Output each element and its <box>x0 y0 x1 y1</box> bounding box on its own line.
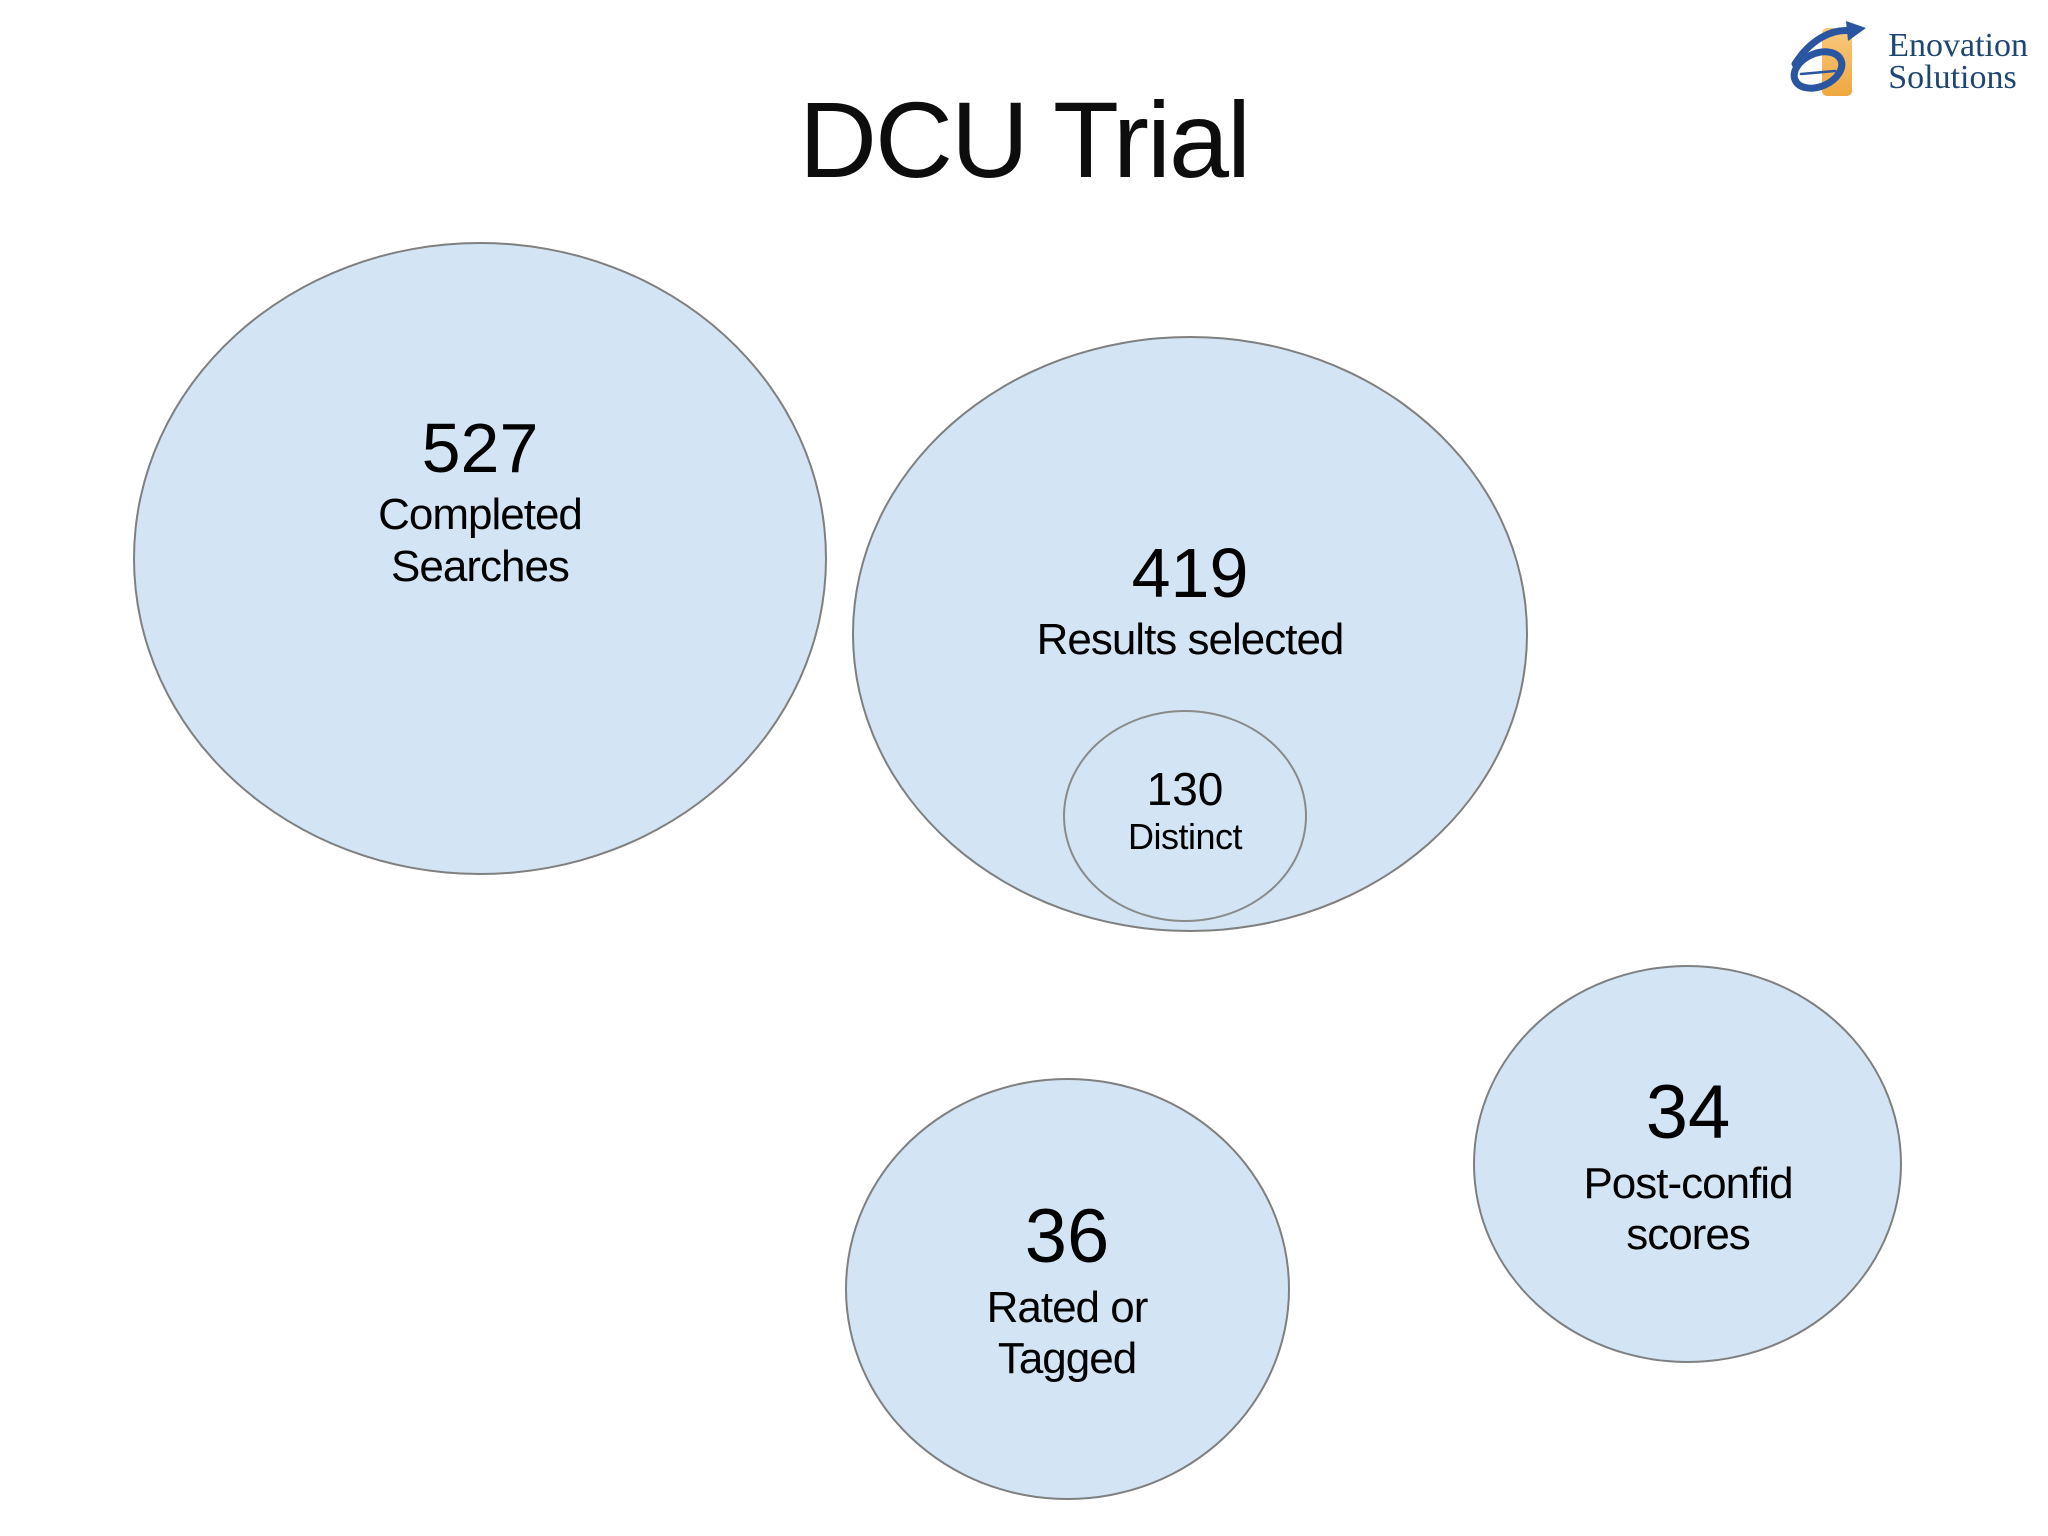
results-selected-label: Results selected <box>1036 615 1345 665</box>
enovation-logo-icon <box>1790 21 1867 96</box>
completed-searches-text: 527 Completed Searches <box>320 411 640 593</box>
results-selected-value: 419 <box>1131 534 1249 612</box>
logo-arrowhead-icon <box>1846 21 1867 41</box>
enovation-logo: Enovation Solutions <box>1788 18 2028 106</box>
bubble-completed-searches <box>133 242 827 875</box>
logo-line1: Enovation <box>1888 26 2028 64</box>
rated-tagged-value: 36 <box>1024 1194 1110 1279</box>
post-confid-text: 34 Post-confid scores <box>1538 1070 1838 1261</box>
distinct-label: Distinct <box>1127 815 1243 857</box>
page-title: DCU Trial <box>798 79 1251 200</box>
rated-tagged-text: 36 Rated or Tagged <box>927 1194 1207 1385</box>
post-confid-value: 34 <box>1645 1070 1731 1155</box>
results-selected-text: 419 Results selected <box>970 536 1410 666</box>
completed-searches-label: Completed Searches <box>378 490 583 592</box>
bubble-distinct <box>1063 710 1307 922</box>
completed-searches-value: 527 <box>421 409 539 487</box>
distinct-text: 130 Distinct <box>1085 765 1285 858</box>
rated-tagged-label: Rated or Tagged <box>986 1282 1149 1384</box>
logo-swoosh-icon <box>1790 27 1856 92</box>
post-confid-label: Post-confid scores <box>1583 1158 1793 1260</box>
logo-line2: Solutions <box>1888 59 2017 96</box>
logo-text: Enovation Solutions <box>1888 26 2028 96</box>
distinct-value: 130 <box>1146 763 1224 815</box>
bubble-post-confid <box>1473 965 1902 1363</box>
bubble-rated-tagged <box>845 1078 1290 1500</box>
